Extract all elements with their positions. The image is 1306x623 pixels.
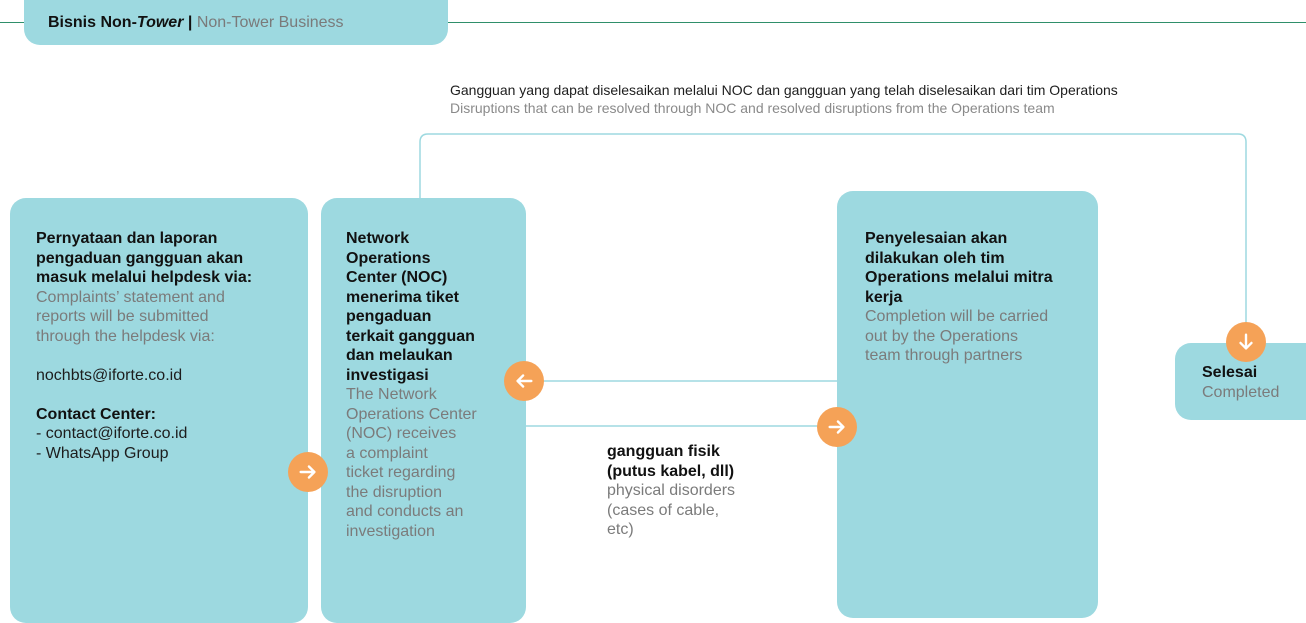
step3-desc-line: Completion will be carried <box>865 308 1049 325</box>
step3-card <box>837 191 1098 618</box>
loop-connector <box>419 133 1247 330</box>
step1-title-line: pengaduan gangguan akan <box>36 249 244 267</box>
step3-text: Penyelesaian akan dilakukan oleh tim Ope… <box>865 229 1090 366</box>
step1-desc-line: Complaints’ statement and <box>36 288 225 306</box>
step2-title-line: Center (NOC) <box>346 269 448 286</box>
contact-item: - WhatsApp Group <box>36 444 169 462</box>
step1-card <box>10 198 308 623</box>
header-line-right <box>448 22 1306 23</box>
section-title-id-prefix: Bisnis Non- <box>48 14 137 31</box>
loop-note-en: Disruptions that can be resolved through… <box>450 100 1055 116</box>
step2-desc-line: a complaint <box>346 444 428 462</box>
arrow-down-icon <box>1226 322 1266 362</box>
step2-desc-line: investigation <box>346 522 435 540</box>
step2-title-line: menerima tiket <box>346 288 459 306</box>
spacer <box>36 346 298 366</box>
step2-card <box>321 198 526 623</box>
spacer <box>36 385 298 405</box>
contact-center-title: Contact Center: <box>36 405 157 423</box>
step2-desc-line: the disruption <box>346 483 443 501</box>
physical-title-line: (putus kabel, dll) <box>607 462 735 480</box>
step1-title-line: Pernyataan dan laporan <box>36 230 218 247</box>
step3-title-line: Penyelesaian akan <box>865 230 1008 247</box>
step3-desc-line: out by the Operations <box>865 327 1018 345</box>
step2-desc-line: Operations Center <box>346 405 477 423</box>
step2-title-line: pengaduan <box>346 308 432 325</box>
physical-desc-line: (cases of cable, <box>607 501 720 519</box>
loop-note-id: Gangguan yang dapat diselesaikan melalui… <box>450 82 1118 98</box>
physical-desc-line: etc) <box>607 521 634 538</box>
step1-text: Pernyataan dan laporan pengaduan ganggua… <box>36 229 298 463</box>
step3-title-line: kerja <box>865 288 903 306</box>
helpdesk-email: nochbts@iforte.co.id <box>36 366 183 384</box>
step2-title-line: Operations <box>346 249 431 267</box>
step2-title-line: investigasi <box>346 366 429 384</box>
physical-desc-line: physical disorders <box>607 482 736 499</box>
section-tab: Bisnis Non-Tower | Non-Tower Business <box>24 0 448 45</box>
contact-item: - contact@iforte.co.id <box>36 425 188 442</box>
header-line-left <box>0 22 24 23</box>
step2-desc-line: (NOC) receives <box>346 425 457 442</box>
step3-title-line: Operations melalui mitra <box>865 269 1053 286</box>
physical-title-line: gangguan fisik <box>607 443 720 460</box>
step4-title: Selesai <box>1202 364 1258 381</box>
step4-desc: Completed <box>1202 383 1280 401</box>
step3-title-line: dilakukan oleh tim <box>865 249 1005 267</box>
step1-desc-line: reports will be submitted <box>36 308 209 325</box>
section-title-id-italic: Tower <box>136 14 184 31</box>
physical-disorder-label: gangguan fisik (putus kabel, dll) physic… <box>607 442 807 540</box>
step1-title-line: masuk melalui helpdesk via: <box>36 269 253 286</box>
step2-desc-line: The Network <box>346 386 437 403</box>
step2-title-line: Network <box>346 230 410 247</box>
step4-text: Selesai Completed <box>1202 363 1306 402</box>
step2-text: Network Operations Center (NOC) menerima… <box>346 229 518 541</box>
arrow-left-icon <box>504 361 544 401</box>
step2-title-line: dan melaukan <box>346 347 453 364</box>
step2-desc-line: ticket regarding <box>346 464 456 481</box>
step3-desc-line: team through partners <box>865 347 1023 364</box>
step2-title-line: terkait gangguan <box>346 327 475 345</box>
arrow-right-icon <box>288 452 328 492</box>
arrow-right-icon <box>817 407 857 447</box>
step1-desc-line: through the helpdesk via: <box>36 327 215 345</box>
step2-desc-line: and conducts an <box>346 503 464 520</box>
section-title-separator: | <box>187 14 193 31</box>
loop-note: Gangguan yang dapat diselesaikan melalui… <box>450 81 1270 117</box>
section-title-en: Non-Tower Business <box>196 14 344 31</box>
